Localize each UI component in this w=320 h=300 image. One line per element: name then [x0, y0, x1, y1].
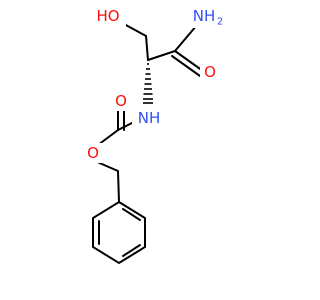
atom-carbonyl-o: O: [115, 92, 127, 110]
bond-ch2-calpha: [145, 35, 149, 61]
atom-ester-o: O: [87, 144, 99, 162]
atom-hydroxyl: HO: [96, 7, 119, 25]
bond-camide-o-2: [171, 55, 201, 77]
bonds: [87, 23, 204, 265]
bond-camide-n: [174, 24, 198, 52]
atom-carbamate-nh: NH: [138, 109, 161, 127]
atom-amide-h-subscript: 2: [217, 17, 223, 28]
ring-double-2: [122, 244, 141, 257]
bond-o-ch2: [123, 23, 147, 37]
atom-amide-o: O: [204, 63, 216, 81]
ring-double-1: [122, 208, 141, 221]
bond-camide-o-1: [174, 50, 204, 72]
stereo-hash-bond: [143, 63, 153, 104]
molecule-structure: HO NH 2 O NH O O: [83, 6, 227, 265]
benzene-ring: [92, 200, 146, 265]
bond-calpha-camide: [147, 50, 176, 61]
atom-labels: HO NH 2 O NH O O: [83, 6, 227, 163]
structure-canvas: HO NH 2 O NH O O: [83, 6, 227, 265]
bond-ccarb-oester: [97, 129, 119, 146]
atom-amide-n: NH: [193, 7, 216, 25]
bond-ch2-ring: [117, 170, 120, 203]
